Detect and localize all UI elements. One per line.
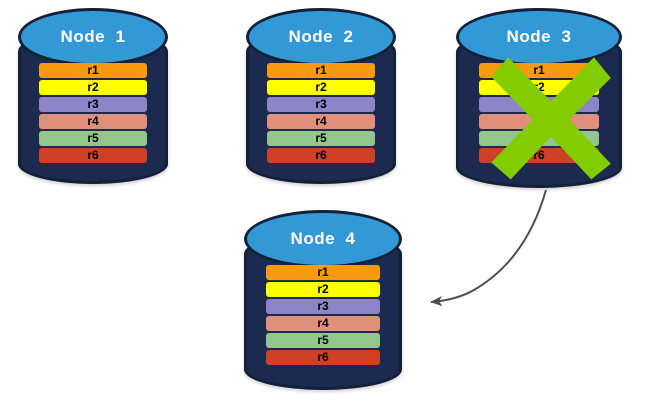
node-3-cylinder[interactable]: Node 3 r1 r2 r3 r4 r5 r6 [456,8,622,188]
row-item[interactable]: r5 [267,131,375,146]
row-item[interactable]: r5 [266,333,380,348]
node-4-cylinder[interactable]: Node 4 r1 r2 r3 r4 r5 r6 [244,210,402,390]
row-item[interactable]: r1 [266,265,380,280]
row-item[interactable]: r1 [479,63,599,78]
row-item[interactable]: r3 [479,97,599,112]
row-item[interactable]: r3 [267,97,375,112]
row-item[interactable]: r6 [479,148,599,163]
node-2-top-ellipse [246,8,396,66]
row-item[interactable]: r2 [39,80,147,95]
node-2-row-stack: r1 r2 r3 r4 r5 r6 [267,63,375,163]
node-1-row-stack: r1 r2 r3 r4 r5 r6 [39,63,147,163]
row-item[interactable]: r6 [39,148,147,163]
node-3-row-stack: r1 r2 r3 r4 r5 r6 [479,63,599,163]
row-item[interactable]: r3 [39,97,147,112]
row-item[interactable]: r1 [39,63,147,78]
row-item[interactable]: r3 [266,299,380,314]
row-item[interactable]: r2 [479,80,599,95]
row-item[interactable]: r6 [266,350,380,365]
node-1-top-ellipse [18,8,168,66]
row-item[interactable]: r5 [39,131,147,146]
row-item[interactable]: r4 [39,114,147,129]
node-1-cylinder[interactable]: Node 1 r1 r2 r3 r4 r5 r6 [18,8,168,184]
node-2-cylinder[interactable]: Node 2 r1 r2 r3 r4 r5 r6 [246,8,396,184]
row-item[interactable]: r1 [267,63,375,78]
row-item[interactable]: r2 [267,80,375,95]
node-4-label: Node 4 [290,229,356,248]
node-3-label: Node 3 [506,27,572,46]
row-item[interactable]: r2 [266,282,380,297]
node-1-label: Node 1 [60,27,126,46]
node-4-top-ellipse [244,210,402,268]
row-item[interactable]: r5 [479,131,599,146]
row-item[interactable]: r4 [267,114,375,129]
row-item[interactable]: r4 [479,114,599,129]
row-item[interactable]: r4 [266,316,380,331]
node-2-label: Node 2 [288,27,354,46]
node-4-row-stack: r1 r2 r3 r4 r5 r6 [266,265,380,365]
row-item[interactable]: r6 [267,148,375,163]
